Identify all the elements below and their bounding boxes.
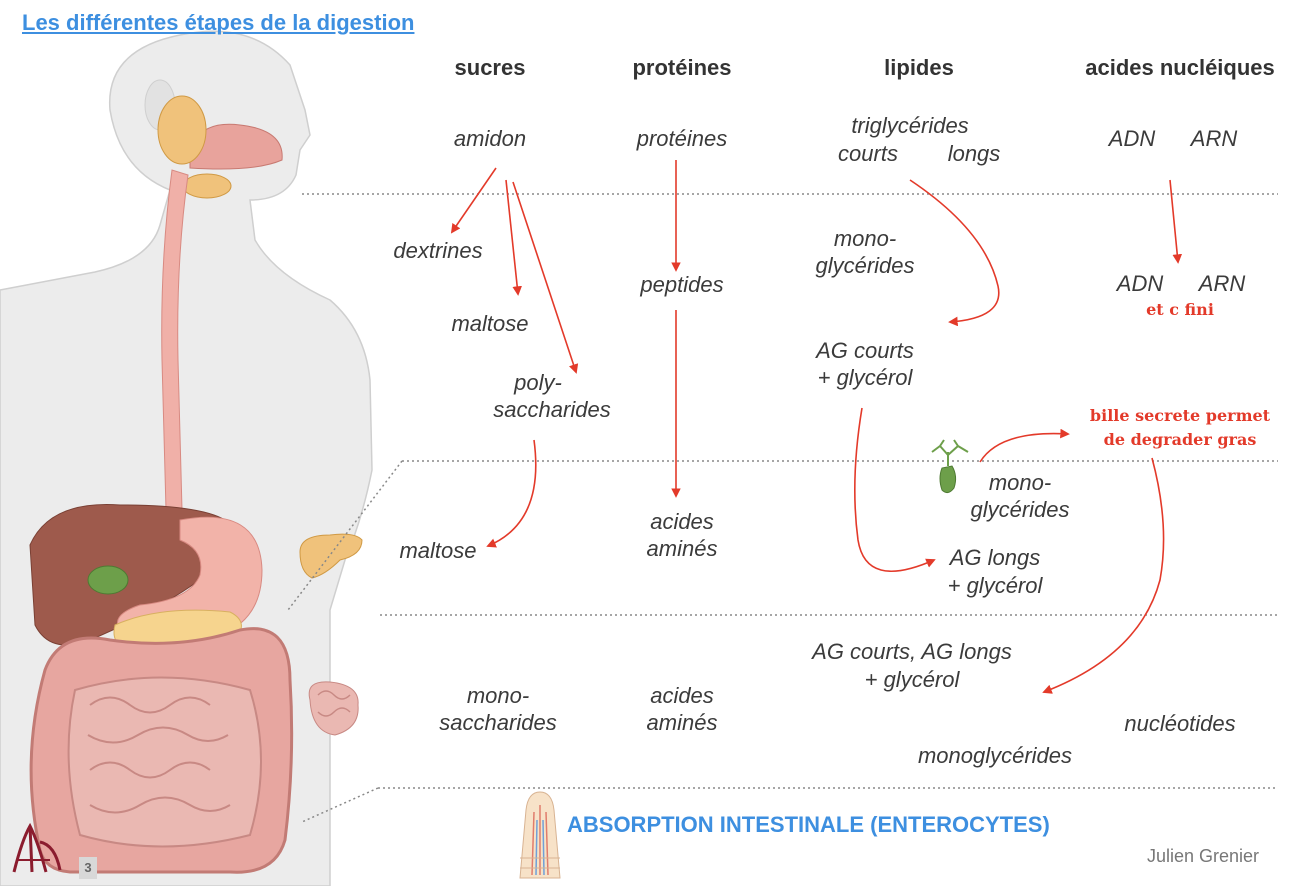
label-courts: courts <box>838 141 898 166</box>
label-glycerides-2: glycérides <box>970 497 1070 522</box>
label-nucleotides: nucléotides <box>1124 711 1236 736</box>
author-label: Julien Grenier <box>1147 846 1260 866</box>
intestine-callout <box>308 681 359 736</box>
page-number: 3 <box>79 857 97 879</box>
gallbladder-mini-icon <box>931 439 969 494</box>
label-arn-1: ARN <box>1190 126 1238 151</box>
mouth-cavity <box>189 123 283 170</box>
callout-line-1 <box>287 460 403 611</box>
annotation-bile-2: de degrader gras <box>1103 430 1257 449</box>
arrow-amidon-polysaccharides <box>512 181 579 374</box>
label-peptides: peptides <box>640 272 724 297</box>
label-amidon: amidon <box>453 126 527 151</box>
pancreas-callout <box>299 533 363 579</box>
villus-icon <box>519 791 561 879</box>
column-header-lipides: lipides <box>884 55 954 80</box>
label-ag-longs: AG longs <box>949 545 1041 570</box>
label-adn-2: ADN <box>1116 271 1164 296</box>
small-intestine <box>67 676 262 848</box>
parotid-gland <box>157 95 207 165</box>
label-monosaccharides: saccharides <box>439 710 557 735</box>
label-triglycerides: triglycérides <box>851 113 969 138</box>
label-ag-courts-longs: AG courts, AG longs <box>812 639 1012 664</box>
label-amines-1: aminés <box>646 536 718 561</box>
label-longs: longs <box>947 141 1001 166</box>
label-mono-lipides: mono- <box>833 226 897 251</box>
page-title: Les différentes étapes de la digestion <box>22 10 415 35</box>
annotation-bile-1: bille secrete permet <box>1089 406 1271 425</box>
arrow-agcourts-aglongs <box>854 407 936 573</box>
label-acides-1: acides <box>650 509 714 534</box>
arrow-triglycerides-mono <box>909 179 1000 327</box>
label-mono-sucres: mono- <box>466 683 530 708</box>
column-header-sucres: sucres <box>454 55 526 80</box>
arrow-amidon-dextrines <box>450 167 497 234</box>
arrow-poly-maltose <box>486 439 537 548</box>
university-logo <box>12 822 62 873</box>
label-glycerol-3: + glycérol <box>864 667 960 692</box>
label-monoglycerides: monoglycérides <box>917 743 1073 768</box>
label-poly: poly- <box>514 370 562 395</box>
annotation-fini: et c fini <box>1146 300 1214 319</box>
label-dextrines: dextrines <box>393 238 483 263</box>
label-ag-courts: AG courts <box>816 338 914 363</box>
label-mono-2: mono- <box>988 470 1052 495</box>
arrow-bile-final <box>1042 457 1165 694</box>
column-header-proteines: protéines <box>632 55 732 80</box>
label-maltose-2: maltose <box>399 538 477 563</box>
arrow-mono-bile <box>979 428 1070 463</box>
column-header-acides-nucleiques: acides nucléiques <box>1085 55 1275 80</box>
label-arn-2: ARN <box>1198 271 1246 296</box>
arrow-adn-adn <box>1169 179 1183 264</box>
absorption-label: ABSORPTION INTESTINALE (ENTEROCYTES) <box>567 812 1050 837</box>
label-glycerol-2: + glycérol <box>947 573 1043 598</box>
label-adn-1: ADN <box>1108 126 1156 151</box>
label-acides-2: acides <box>650 683 714 708</box>
label-glycerol-1: + glycérol <box>817 365 913 390</box>
gallbladder <box>87 565 129 595</box>
label-amines-2: aminés <box>646 710 718 735</box>
label-maltose: maltose <box>451 311 529 336</box>
callout-line-2 <box>301 787 379 823</box>
label-proteines: protéines <box>636 126 728 151</box>
label-saccharides: saccharides <box>493 397 611 422</box>
arrow-amidon-maltose <box>505 179 522 296</box>
label-glycerides: glycérides <box>815 253 915 278</box>
